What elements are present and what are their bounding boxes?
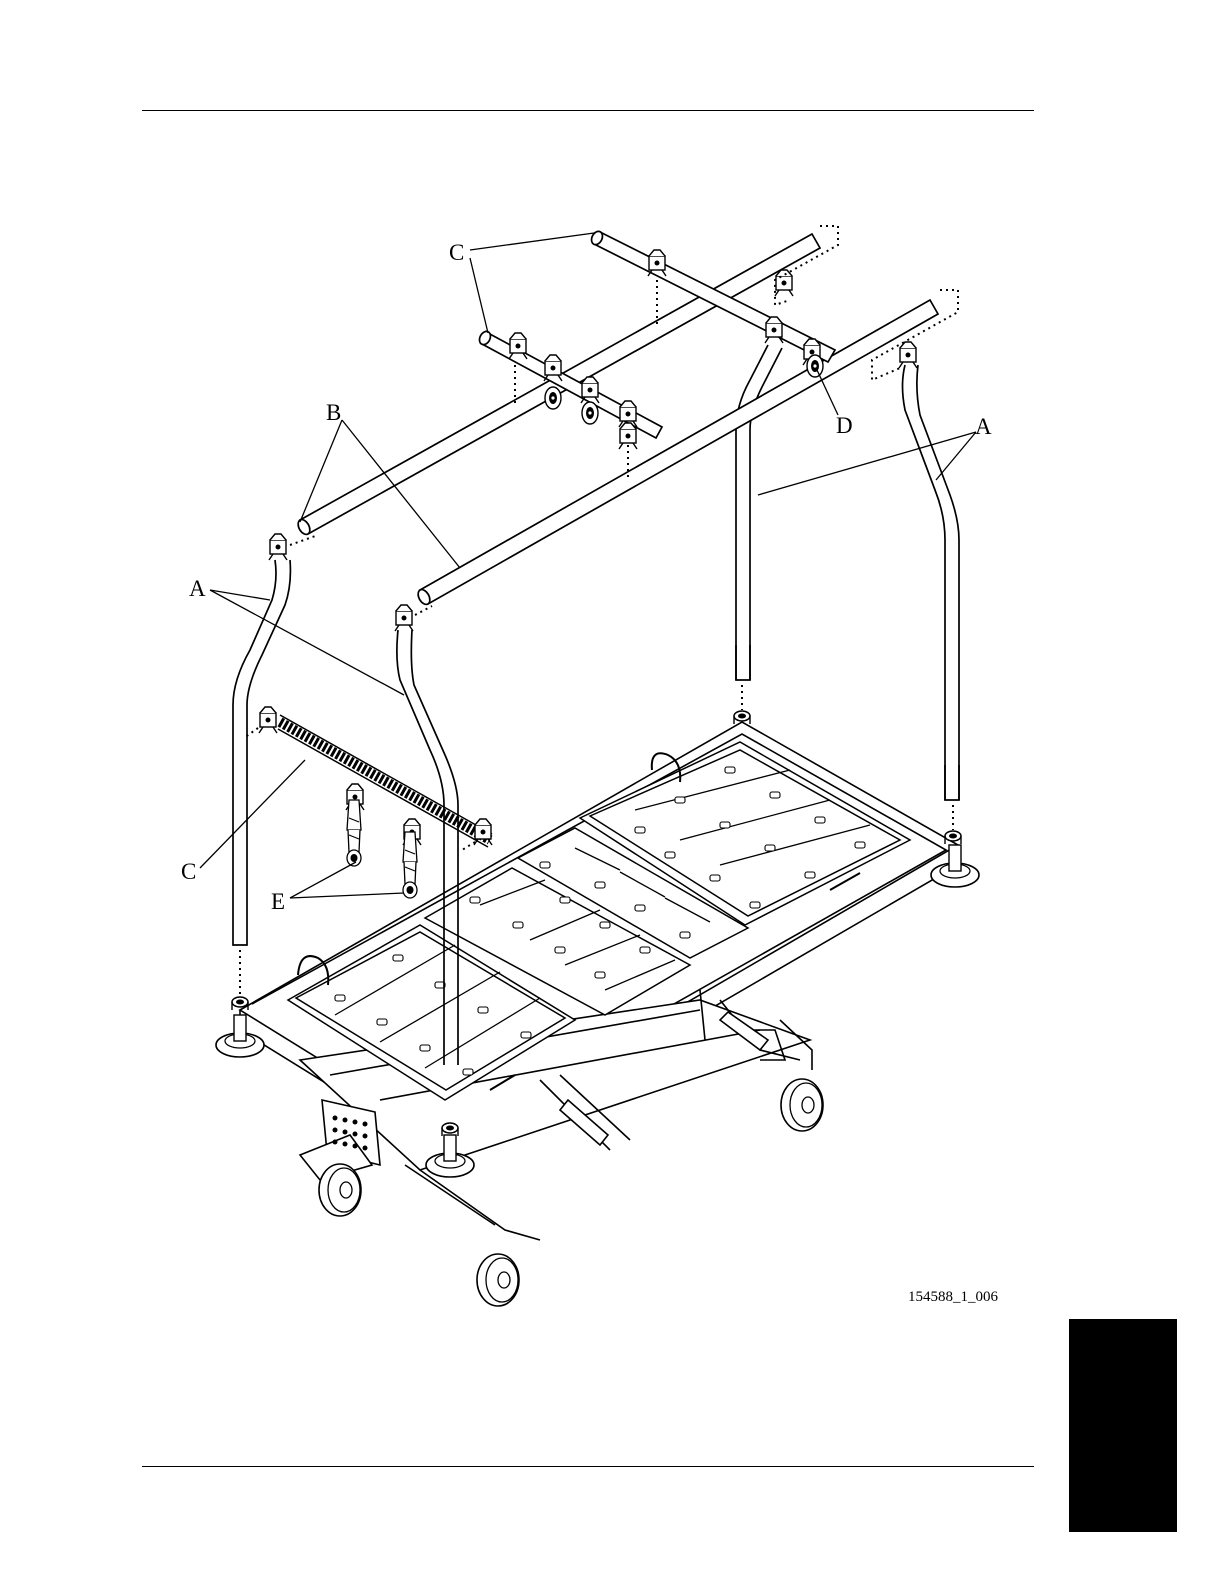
- callout-c-top: C: [449, 240, 464, 265]
- figure-id-label: 154588_1_006: [908, 1289, 999, 1305]
- strap-left: [347, 800, 361, 866]
- callout-d: D: [836, 413, 853, 438]
- callout-a-right: A: [975, 414, 992, 439]
- strap-right: [403, 832, 417, 898]
- section-tab: [1069, 1319, 1177, 1532]
- callout-e: E: [271, 889, 285, 914]
- rail-clamps: [259, 250, 917, 845]
- callout-c-bottom: C: [181, 859, 196, 884]
- threaded-cross-bar: [278, 715, 492, 847]
- callout-b: B: [326, 400, 341, 425]
- footer-rule: [142, 1466, 1034, 1467]
- caster-wheel: [781, 1079, 823, 1131]
- caster-wheel: [477, 1254, 519, 1306]
- caster-wheel: [319, 1164, 361, 1216]
- callout-a-left: A: [189, 576, 206, 601]
